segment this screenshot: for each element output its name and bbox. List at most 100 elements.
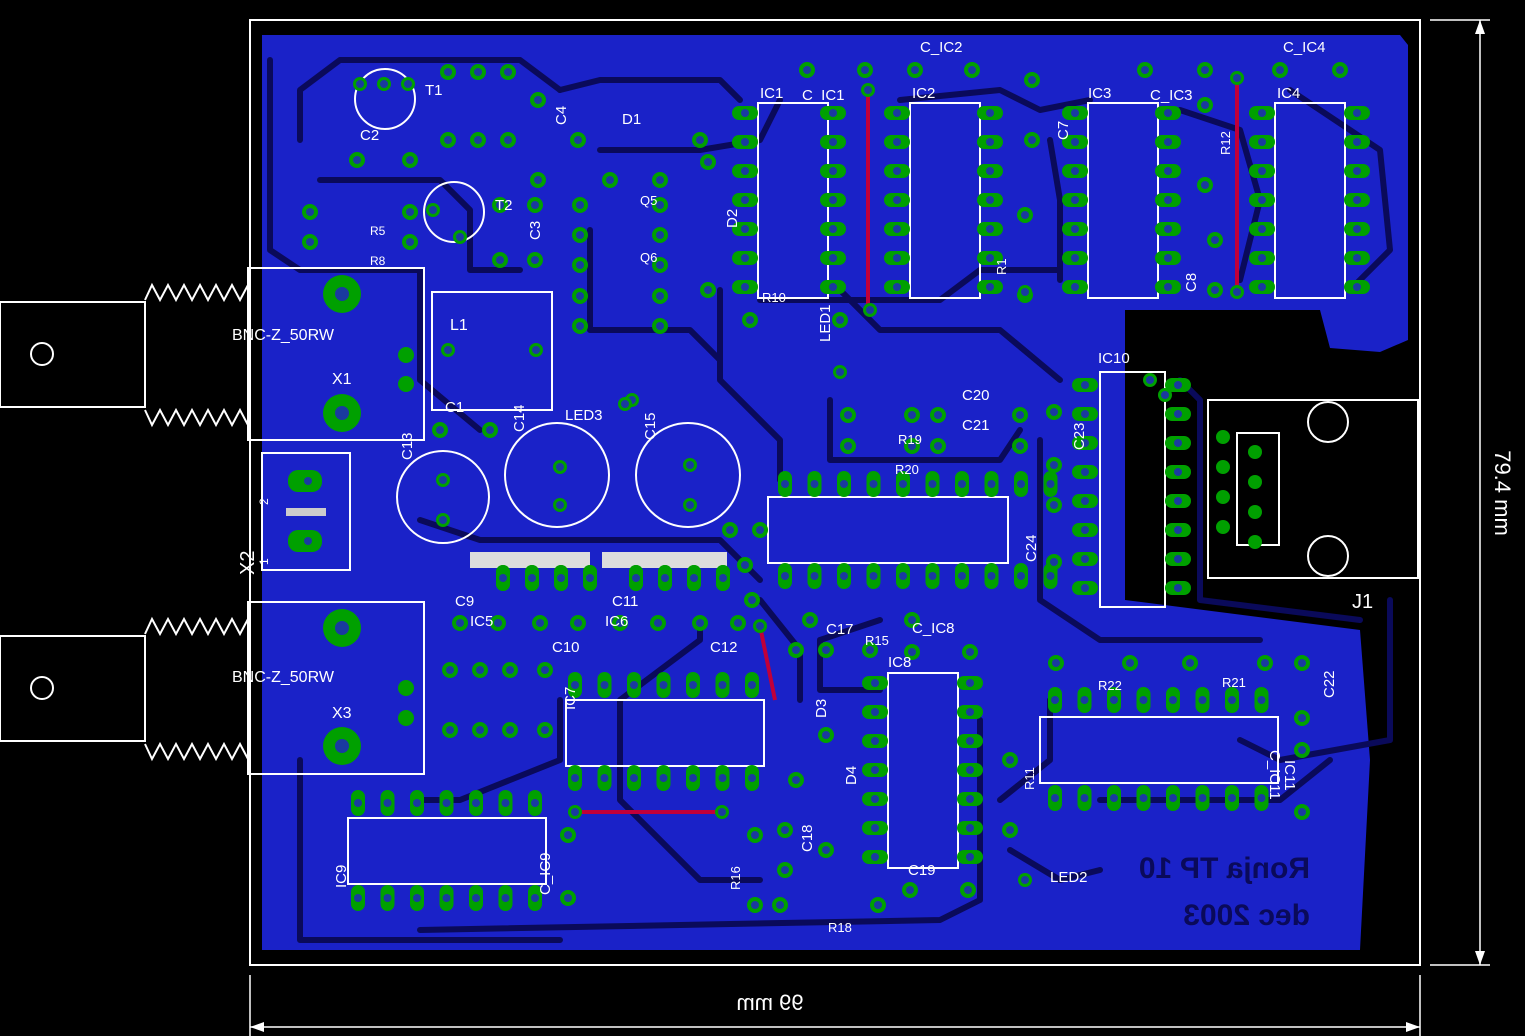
pad-hole [1071,254,1079,262]
label-c-ic2: C_IC2 [920,39,963,56]
pad-hole [413,799,421,807]
pad-hole [986,283,994,291]
pad-hole [893,254,901,262]
pad-hole [474,136,482,144]
pad-hole [576,231,584,239]
pad-hole [496,256,504,264]
pad-hole [1081,439,1089,447]
pad-hole [1353,254,1361,262]
pad-hole [476,726,484,734]
pad-hole [741,283,749,291]
pad-hole [353,156,361,164]
pad-hole [571,808,579,816]
pad-hole [1139,696,1148,704]
pad-hole [1081,468,1089,476]
pad-hole [656,261,664,269]
x3-name-label: X3 [332,705,352,722]
pad-hole [446,726,454,734]
pad-hole [871,679,879,687]
pad-hole [574,136,582,144]
pad-hole [869,572,878,580]
pad-hole [1174,584,1182,592]
label-r11: R11 [1022,767,1037,790]
label-ic11: IC11 [1281,760,1298,791]
pad-hole [986,254,994,262]
label-c21: C21 [962,417,990,434]
pad-hole [718,808,726,816]
label-c2: C2 [360,127,379,144]
pad-hole [1186,659,1194,667]
pad-hole [661,574,669,582]
pad-hole [899,572,907,580]
pad-hole [741,254,749,262]
pad-hole [1050,558,1058,566]
pad-hole [1298,746,1306,754]
pad-hole [756,622,764,630]
pad-hole [576,261,584,269]
pad-hole [861,66,869,74]
label-r10: R10 [762,290,786,305]
pad-hole [1257,794,1266,802]
pad-hole [781,480,789,488]
pad-hole [1164,225,1172,233]
pad-hole [1028,136,1036,144]
pad-hole [1353,196,1361,204]
pad-hole [829,225,837,233]
pad-hole [1169,696,1177,704]
j1-connector [1207,399,1419,579]
label-c18: C18 [799,824,816,852]
pad-hole [1198,696,1207,704]
pad-hole [966,795,974,803]
pad-hole [748,681,756,689]
pad-hole [871,737,879,745]
pad-hole [1174,526,1182,534]
pad-hole [958,572,966,580]
pad-hole [531,256,539,264]
pad-hole [656,201,664,209]
label-c20: C20 [962,387,990,404]
label-ic4: IC4 [1277,85,1300,102]
pad-hole [528,574,536,582]
label-r12: R12 [1218,131,1233,155]
t1-outline [354,68,416,130]
pad-hole [871,795,879,803]
pad-hole [829,283,837,291]
pad-hole [1046,480,1055,488]
pad-hole [439,476,447,484]
x1-name-label: X1 [332,371,352,388]
pad-hole [656,176,664,184]
pad-hole [472,799,480,807]
label-q5: Q5 [640,193,657,208]
pad-hole [1353,109,1361,117]
pad-hole [1201,181,1209,189]
pad-hole [719,574,727,582]
pad-hole [966,824,974,832]
x2-terminal [261,452,351,571]
pad-hole [486,426,494,434]
pad-hole [810,480,819,488]
pad-hole [810,572,819,580]
pad-hole [1164,167,1172,175]
pad-hole [1164,254,1172,262]
j1-name-label: J1 [1352,591,1373,613]
pad-hole [696,136,704,144]
pad-hole [1353,225,1361,233]
pad-hole [456,233,464,241]
pad-hole [1353,138,1361,146]
bnc-x3 [0,601,425,775]
label-l1: L1 [450,317,468,334]
pad-hole [928,480,937,488]
board-date: dec 2003 [1183,899,1310,932]
pad-hole [1233,288,1241,296]
pad-hole [1017,572,1025,580]
bottom-traces [267,57,1393,943]
pad-hole [1257,696,1266,704]
pad-hole [1051,794,1059,802]
label-c11: C11 [612,593,638,610]
pad-hole [968,66,976,74]
pad-hole [781,572,789,580]
pad-hole [1258,254,1266,262]
pad-hole [659,681,668,689]
pad-hole [1164,138,1172,146]
pad-hole [1174,497,1182,505]
